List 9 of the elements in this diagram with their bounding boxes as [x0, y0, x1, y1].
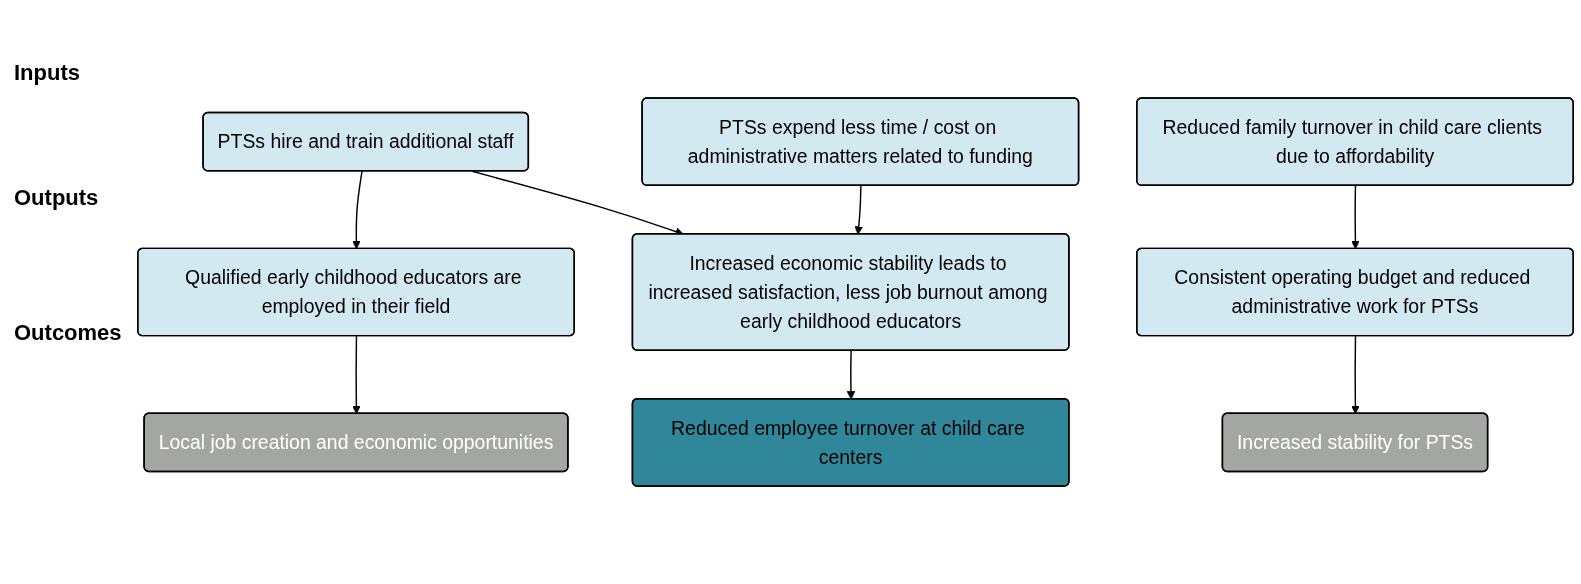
arrow [854, 185, 863, 235]
arrow [1351, 335, 1360, 415]
arrow [352, 170, 363, 250]
row-label: Outcomes [14, 320, 122, 346]
arrow [352, 335, 361, 415]
row-label: Outputs [14, 185, 99, 211]
arrow [846, 349, 856, 400]
row-label: Inputs [14, 60, 80, 86]
arrow [1351, 185, 1360, 250]
